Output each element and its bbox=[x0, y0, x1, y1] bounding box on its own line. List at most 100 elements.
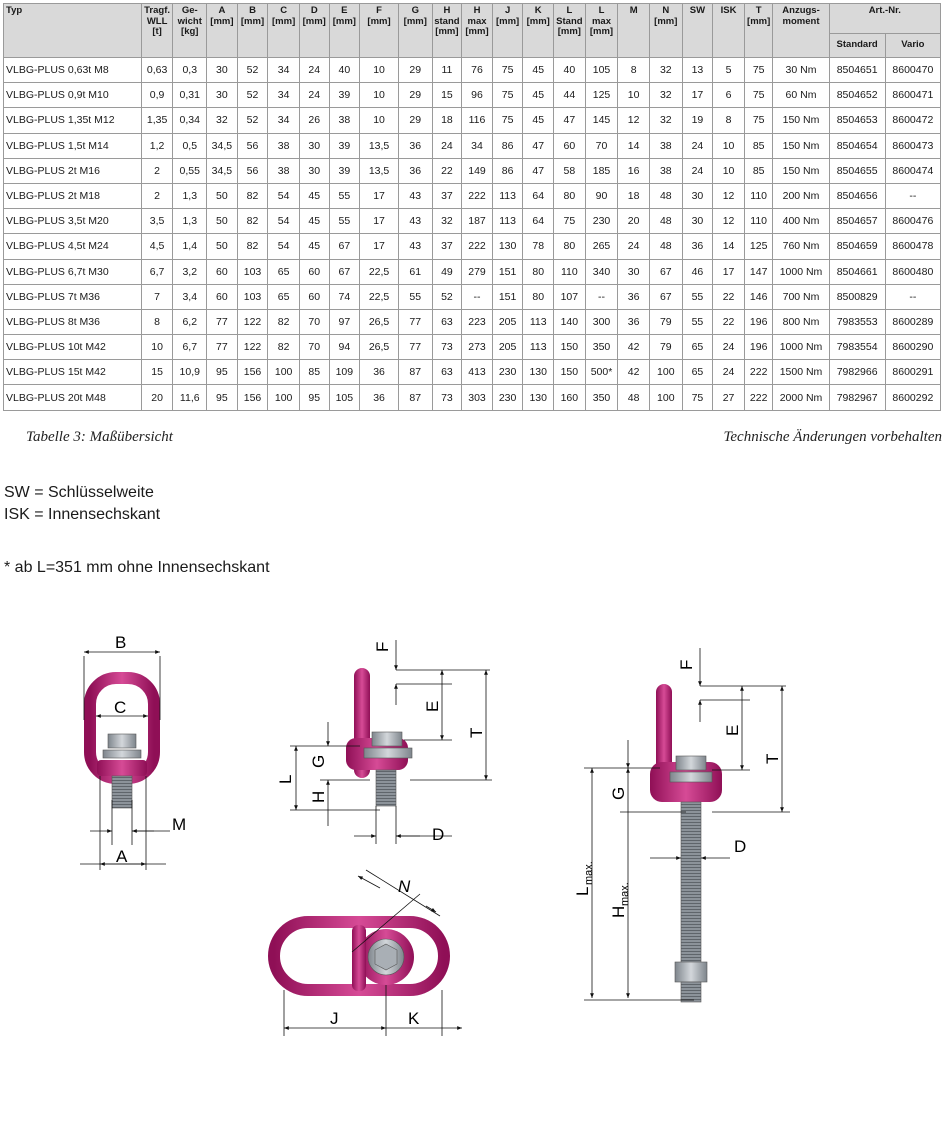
col-header-line: H bbox=[473, 5, 481, 16]
table-cell: 149 bbox=[461, 157, 493, 184]
table-cell: 8 bbox=[617, 56, 650, 84]
table-cell: 125 bbox=[743, 233, 774, 260]
table-cell: 22,5 bbox=[359, 258, 399, 285]
col-header-line: Anzugs- bbox=[782, 5, 820, 16]
table-cell: 67 bbox=[648, 258, 683, 285]
table-cell: 38 bbox=[328, 107, 361, 134]
table-cell: 73 bbox=[431, 334, 463, 361]
col-header-line: wicht bbox=[177, 15, 202, 27]
table-cell: 107 bbox=[553, 283, 586, 310]
table-cell: 45 bbox=[522, 56, 555, 84]
label-n: N bbox=[398, 877, 411, 896]
table-cell: 43 bbox=[397, 233, 433, 260]
table-cell: 8504651 bbox=[828, 56, 886, 84]
col-header-line: Ge- bbox=[181, 5, 198, 16]
table-cell: 400 Nm bbox=[772, 208, 830, 235]
table-cell: 113 bbox=[522, 308, 555, 336]
table-cell: 52 bbox=[236, 56, 269, 84]
table-cell: 55 bbox=[397, 283, 433, 310]
table-cell: 29 bbox=[397, 107, 433, 134]
side-view-drawing: F E T G L H D bbox=[276, 640, 492, 844]
col-header: N[mm] bbox=[648, 3, 683, 58]
col-header-art-nr: Art.-Nr. bbox=[828, 3, 942, 34]
table-cell: 95 bbox=[206, 359, 238, 386]
table-cell: 10 bbox=[359, 107, 399, 134]
table-cell: 60 bbox=[553, 132, 586, 159]
table-cell: 3,4 bbox=[172, 283, 208, 310]
col-header-line: H bbox=[443, 5, 451, 16]
table-cell: 10,9 bbox=[172, 359, 208, 386]
table-cell: 47 bbox=[553, 107, 586, 134]
table-cell: 48 bbox=[617, 384, 650, 411]
table-cell: 156 bbox=[236, 359, 269, 386]
table-cell: 77 bbox=[397, 308, 433, 336]
table-cell: 24 bbox=[431, 132, 463, 159]
table-cell: 8504659 bbox=[828, 233, 886, 260]
col-header-line: max bbox=[591, 15, 611, 27]
table-cell: 43 bbox=[397, 208, 433, 235]
table-cell: 36 bbox=[617, 283, 650, 310]
table-cell: 265 bbox=[584, 233, 619, 260]
side-nut bbox=[371, 731, 403, 747]
table-caption: Tabelle 3: Maßübersicht bbox=[26, 429, 173, 445]
table-cell: 56 bbox=[236, 157, 269, 184]
table-cell: 30 bbox=[298, 132, 330, 159]
table-cell: 150 Nm bbox=[772, 107, 830, 134]
table-cell: 40 bbox=[328, 56, 361, 84]
table-cell: 130 bbox=[522, 359, 555, 386]
table-cell: 8504655 bbox=[828, 157, 886, 184]
col-header-line: L bbox=[566, 5, 573, 16]
table-cell: 279 bbox=[461, 258, 493, 285]
table-cell: 73 bbox=[431, 384, 463, 411]
table-cell: 13 bbox=[681, 56, 714, 84]
col-header-line: [mm] bbox=[526, 15, 550, 27]
col-header: Typ bbox=[3, 3, 142, 58]
side-washer bbox=[363, 747, 413, 759]
table-cell: 7982967 bbox=[828, 384, 886, 411]
table-cell: 49 bbox=[431, 258, 463, 285]
col-header-line: K bbox=[534, 5, 542, 16]
long-bottom-nut bbox=[674, 961, 708, 983]
col-header-line: [mm] bbox=[272, 15, 296, 27]
label-lmax-main: L bbox=[573, 887, 592, 896]
col-header-line: SW bbox=[689, 5, 706, 16]
table-cell: 10 bbox=[140, 334, 174, 361]
col-header-line: L bbox=[598, 5, 605, 16]
label-d: D bbox=[432, 825, 444, 844]
label-b: B bbox=[115, 633, 126, 652]
table-cell: 75 bbox=[553, 208, 586, 235]
table-cell: 36 bbox=[397, 157, 433, 184]
table-cell: 65 bbox=[267, 283, 300, 310]
col-header: SW bbox=[681, 3, 714, 58]
table-cell: 65 bbox=[681, 334, 714, 361]
table-cell: 34 bbox=[267, 82, 300, 109]
table-cell: 44 bbox=[553, 82, 586, 109]
col-header-line: [mm] bbox=[302, 15, 326, 27]
table-cell: 5 bbox=[712, 56, 745, 84]
table-cell: 3,5 bbox=[140, 208, 174, 235]
table-cell: 42 bbox=[617, 334, 650, 361]
label-h: H bbox=[309, 791, 328, 803]
table-cell: -- bbox=[461, 283, 493, 310]
row-type-cell: VLBG-PLUS 20t M48 bbox=[3, 384, 142, 411]
col-header-line: [mm] bbox=[654, 15, 678, 27]
table-cell: 79 bbox=[648, 334, 683, 361]
table-cell: 76 bbox=[461, 56, 493, 84]
table-cell: 17 bbox=[359, 233, 399, 260]
table-cell: 48 bbox=[648, 208, 683, 235]
table-cell: 19 bbox=[681, 107, 714, 134]
table-cell: 500* bbox=[584, 359, 619, 386]
label-g: G bbox=[309, 755, 328, 768]
col-header: F[mm] bbox=[359, 3, 399, 58]
table-cell: 82 bbox=[267, 308, 300, 336]
col-header-line: [mm] bbox=[589, 26, 614, 37]
label-hmax-sub: max. bbox=[619, 882, 631, 906]
table-cell: 38 bbox=[648, 132, 683, 159]
col-header: Tragf.WLL[t] bbox=[140, 3, 174, 58]
table-cell: 39 bbox=[328, 132, 361, 159]
